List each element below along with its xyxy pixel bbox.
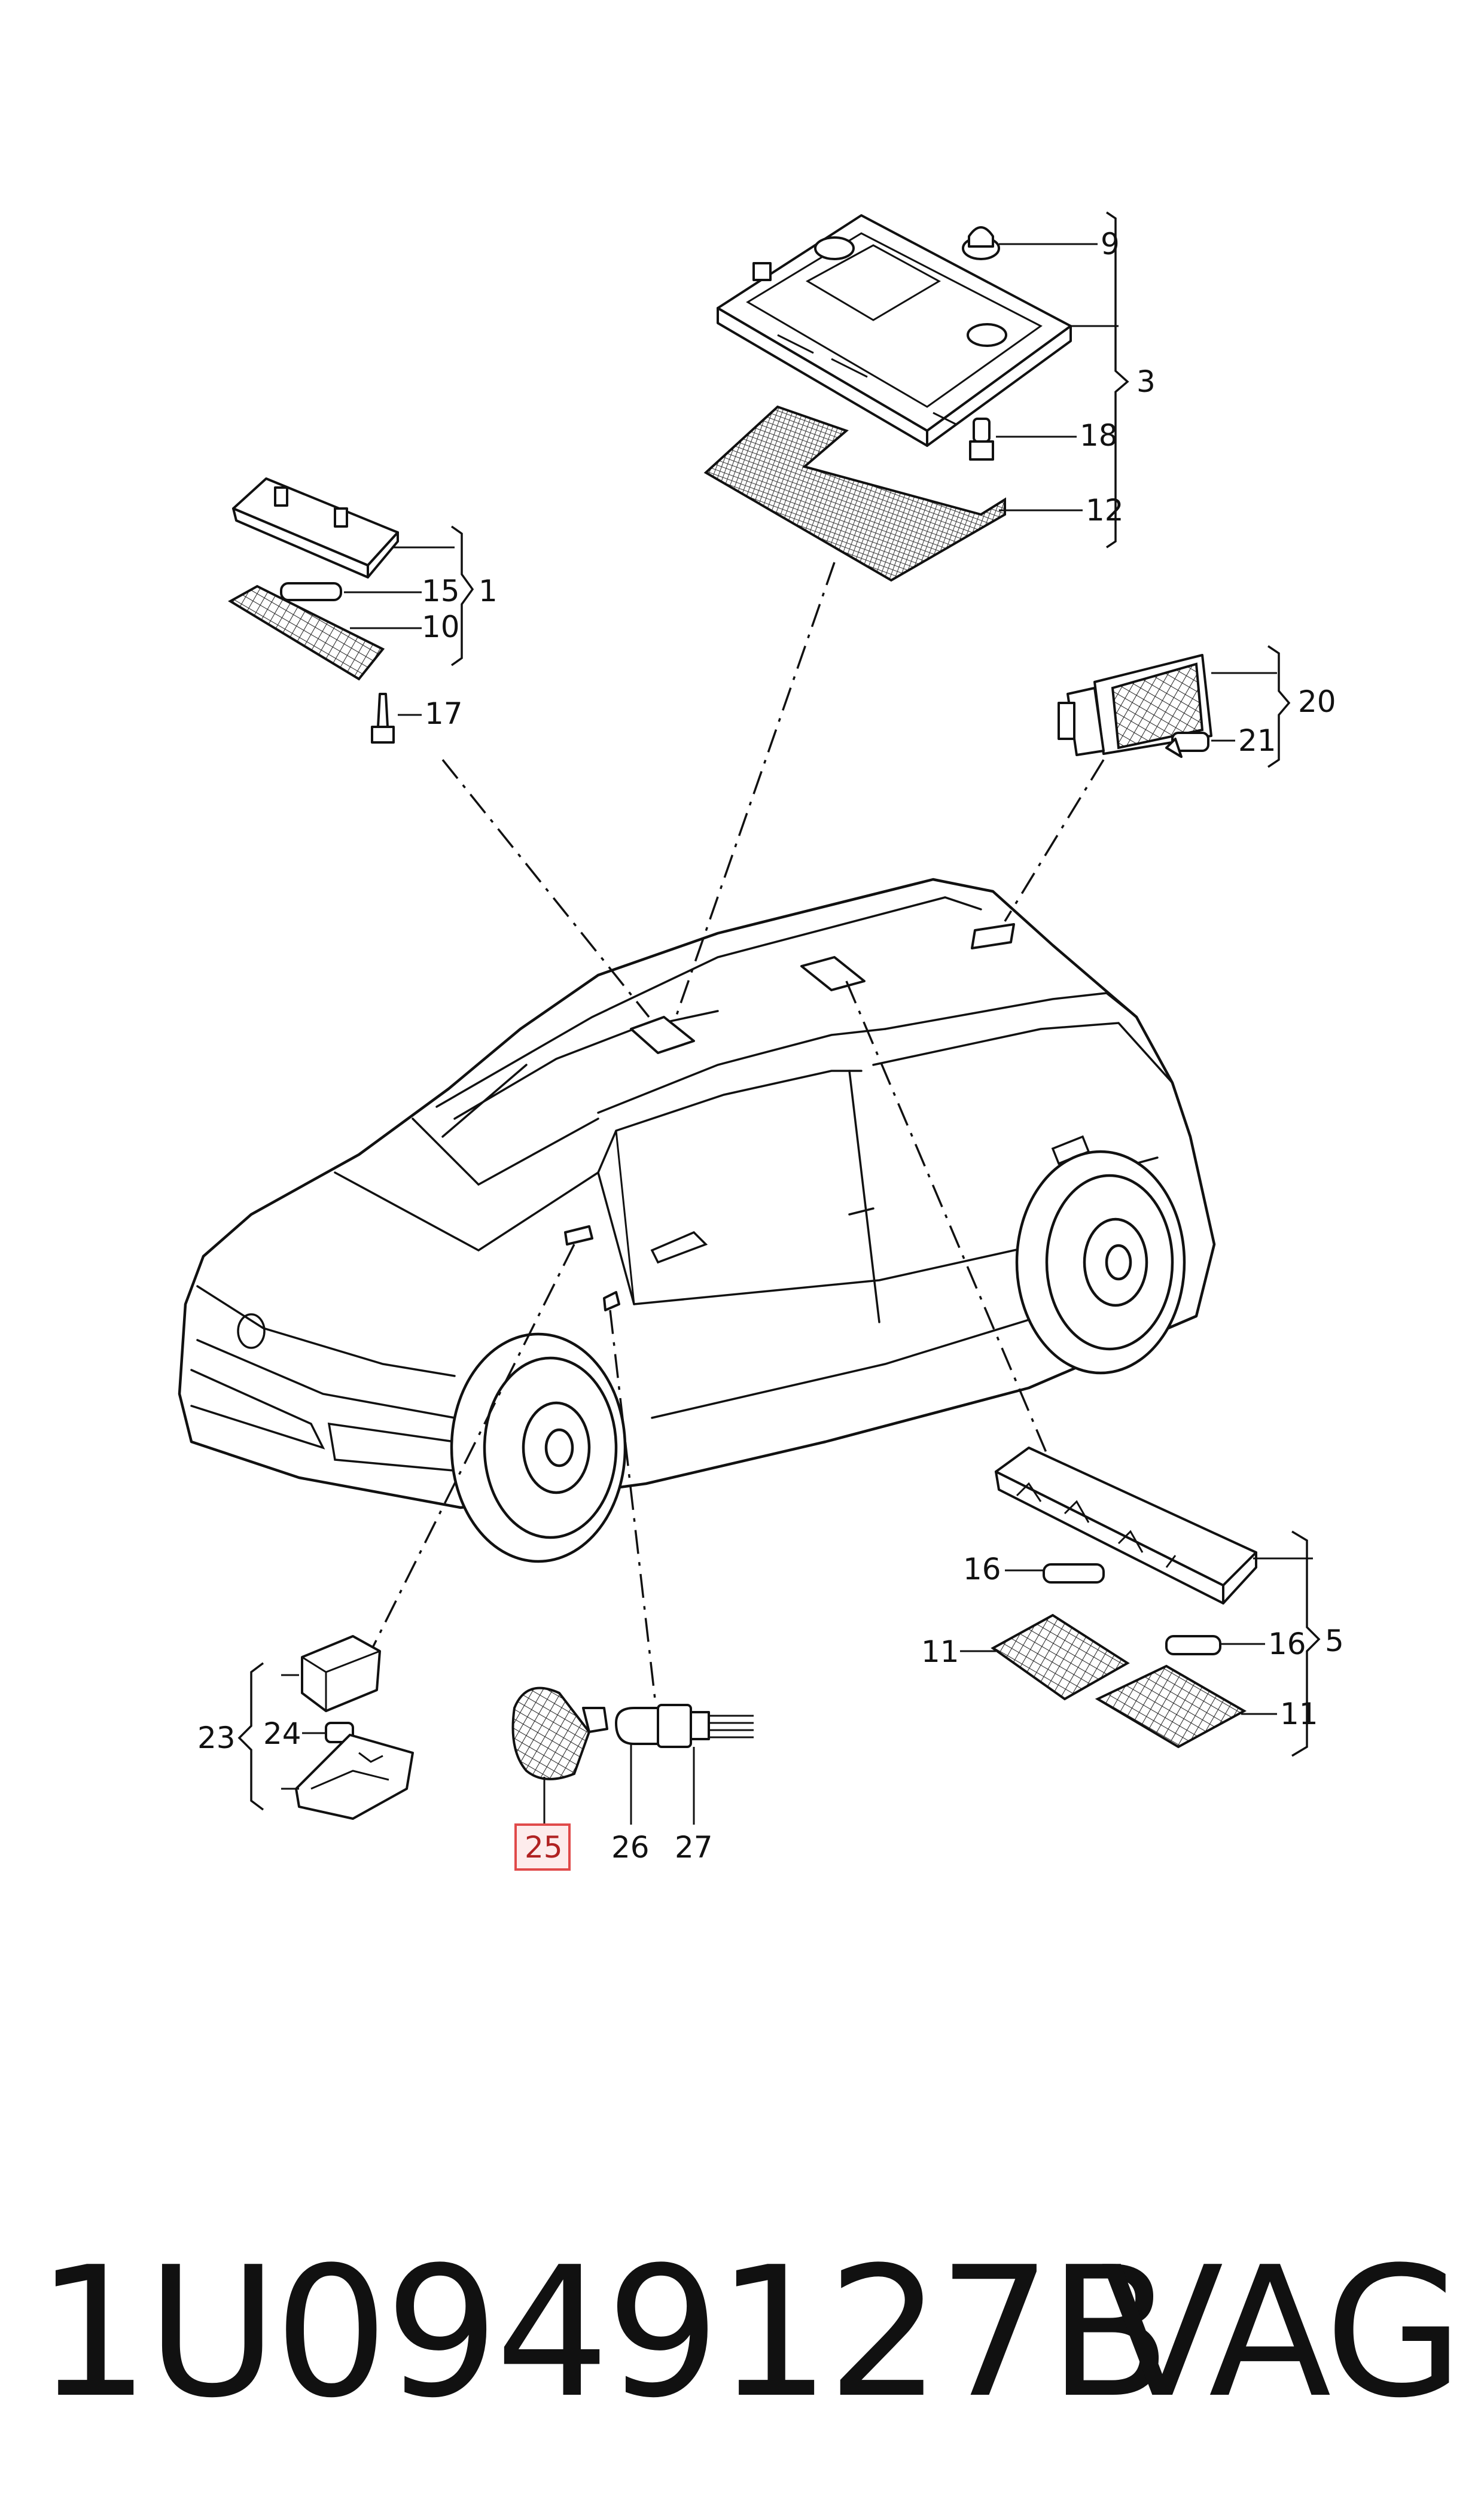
- part-27-socket: [657, 1704, 754, 1825]
- part-3-roof-console: [717, 214, 1072, 447]
- callout-15: 15: [422, 574, 460, 608]
- callout-16a: 16: [963, 1552, 1001, 1587]
- part-23-housing: [281, 1635, 381, 1712]
- part-23b-lamp: [281, 1734, 414, 1820]
- callout-11b: 11: [1280, 1697, 1318, 1731]
- callout-12: 12: [1086, 493, 1124, 528]
- callout-10: 10: [422, 610, 460, 644]
- callout-21: 21: [1238, 723, 1276, 758]
- part-11a-sheet: [960, 1613, 1130, 1701]
- brace-20: [1267, 645, 1291, 768]
- callout-17: 17: [425, 696, 463, 731]
- callout-16b: 16: [1268, 1627, 1306, 1661]
- callout-5: 5: [1325, 1624, 1344, 1658]
- callout-26: 26: [611, 1830, 650, 1865]
- callout-27: 27: [675, 1830, 713, 1865]
- part-16a-bulb: [1005, 1563, 1105, 1584]
- car-body: [178, 878, 1216, 1563]
- callout-3: 3: [1136, 364, 1156, 399]
- brace-5: [1291, 1530, 1321, 1757]
- part-26-bulb: [615, 1707, 659, 1825]
- part-11b-sheet: [1095, 1664, 1277, 1749]
- callout-18: 18: [1080, 418, 1118, 453]
- callout-11a: 11: [921, 1634, 959, 1669]
- part-5-interior-lamp: [995, 1447, 1313, 1604]
- callout-23: 23: [197, 1721, 236, 1755]
- part-12-foil: [703, 405, 1083, 582]
- brace-3: [1106, 211, 1129, 549]
- part-25-highlight-box: [514, 1823, 571, 1871]
- brace-23: [237, 1662, 264, 1811]
- callout-20: 20: [1298, 684, 1336, 719]
- part-16b-bulb: [1165, 1635, 1265, 1655]
- callout-25: 25: [525, 1830, 563, 1865]
- part-1-reading-lamp: [232, 477, 455, 578]
- part-21-bulb: [1165, 732, 1235, 758]
- part-17-screw: [371, 693, 422, 744]
- part-number: 1U0949127B: [36, 2228, 1171, 2437]
- callout-labels: 9 3 18 12 15 1 10 17 20 21 16 5 16 11 11…: [197, 227, 1344, 1865]
- leader-lines: [367, 562, 1105, 1700]
- callout-24: 24: [263, 1716, 301, 1751]
- brand-label: VAG: [1101, 2228, 1464, 2437]
- part-25-lens: [511, 1686, 608, 1825]
- callout-1: 1: [479, 574, 498, 608]
- brace-1: [450, 525, 474, 666]
- part-18-bulb: [969, 418, 1077, 461]
- part-10-lens: [228, 584, 422, 681]
- callout-9: 9: [1101, 227, 1120, 261]
- part-9-clip: [962, 226, 1098, 260]
- part-20-lamp: [1058, 654, 1277, 756]
- part-15-bulb: [280, 582, 422, 601]
